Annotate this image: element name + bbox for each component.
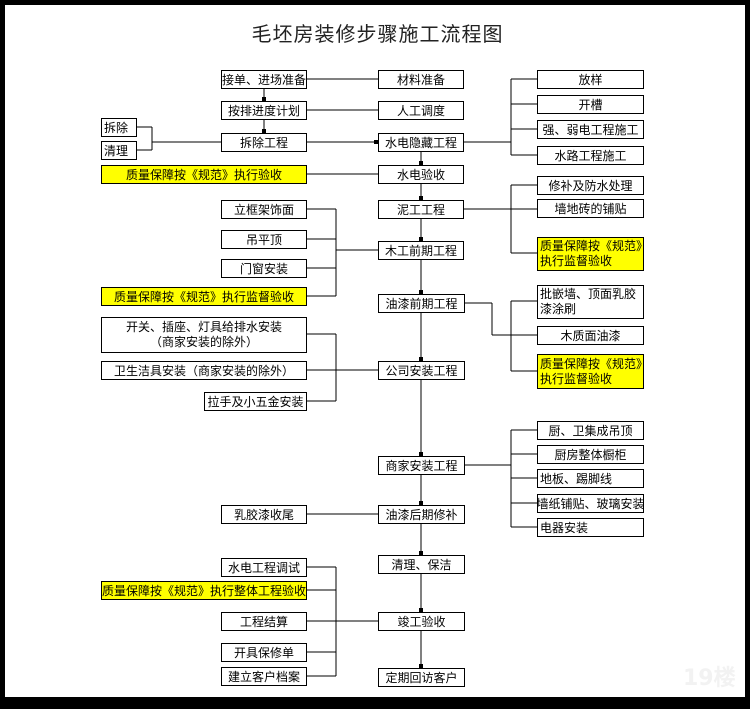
node-frame-facing: 立框架饰面 (221, 200, 307, 219)
node-appliance-install: 电器安装 (537, 518, 644, 537)
node-material-prep: 材料准备 (378, 70, 464, 89)
switch-socket-label: 开关、插座、灯具给排水安装 (125, 320, 282, 334)
node-wall-putty-latex: 批嵌墙、顶面乳胶漆涂刷 (537, 285, 644, 319)
node-wood-painting: 木质面油漆 (537, 326, 644, 345)
node-suspended-ceiling: 吊平顶 (221, 230, 307, 249)
node-concealed-plumbing-electric: 水电隐藏工程 (378, 133, 464, 152)
node-switch-socket-install: 开关、插座、灯具给排水安装 （商家安装的除外） (101, 317, 307, 353)
node-schedule-plan: 按排进度计划 (221, 101, 307, 120)
watermark-logo: 19楼 (683, 666, 736, 691)
node-kitchen-cabinets: 厨房整体橱柜 (537, 445, 644, 464)
node-plumbing-electric-acceptance: 水电验收 (378, 165, 464, 184)
node-water-pipe-work: 水路工程施工 (537, 146, 644, 165)
node-warranty-issue: 开具保修单 (221, 643, 307, 662)
node-carpentry-early: 木工前期工程 (378, 241, 464, 260)
node-sanitary-install: 卫生洁具安装（商家安装的除外） (101, 361, 307, 380)
node-customer-file: 建立客户档案 (221, 667, 307, 686)
node-clean: 清理 (101, 141, 137, 160)
node-grooving: 开槽 (537, 95, 644, 114)
switch-socket-note: （商家安装的除外） (149, 335, 258, 349)
node-repair-waterproof: 修补及防水处理 (537, 176, 644, 195)
node-masonry: 泥工工程 (378, 200, 464, 219)
node-labor-dispatch: 人工调度 (378, 101, 464, 120)
node-completion-acceptance: 竣工验收 (378, 612, 465, 631)
node-quality-acceptance-1: 质量保障按《规范》执行验收 (101, 165, 307, 184)
node-wallpaper-glass: 墙纸铺贴、玻璃安装 (537, 494, 644, 513)
node-integrated-ceiling: 厨、卫集成吊顶 (537, 421, 644, 440)
node-tile-laying: 墙地砖的铺贴 (537, 199, 644, 218)
node-project-settlement: 工程结算 (221, 612, 307, 631)
node-handles-hardware: 拉手及小五金安装 (204, 392, 307, 411)
node-painting-touchup: 油漆后期修补 (378, 505, 465, 524)
node-demolition-project: 拆除工程 (221, 133, 307, 152)
node-company-install: 公司安装工程 (378, 361, 465, 380)
node-latex-finishing: 乳胶漆收尾 (221, 505, 307, 524)
node-quality-supervision-painting: 质量保障按《规范》执行监督验收 (537, 354, 644, 389)
node-quality-supervision-masonry: 质量保障按《规范》执行监督验收 (537, 237, 644, 271)
node-demolish: 拆除 (101, 118, 137, 137)
node-layout-marking: 放样 (537, 70, 644, 89)
node-plumbing-electric-test: 水电工程调试 (221, 558, 307, 577)
node-quality-supervision-carpentry: 质量保障按《规范》执行监督验收 (101, 287, 307, 306)
chart-title: 毛坯房装修步骤施工流程图 (251, 22, 504, 46)
node-follow-up-visit: 定期回访客户 (378, 668, 465, 687)
node-door-window-install: 门窗安装 (221, 259, 307, 278)
node-vendor-install: 商家安装工程 (378, 456, 465, 475)
node-electrical-work: 强、弱电工程施工 (537, 120, 644, 139)
node-cleaning: 清理、保洁 (378, 555, 465, 574)
node-quality-overall-acceptance: 质量保障按《规范》执行整体工程验收 (101, 581, 307, 600)
node-painting-early: 油漆前期工程 (378, 294, 465, 313)
node-floor-skirting: 地板、踢脚线 (537, 469, 644, 488)
node-accept-order: 接单、进场准备 (221, 70, 307, 89)
